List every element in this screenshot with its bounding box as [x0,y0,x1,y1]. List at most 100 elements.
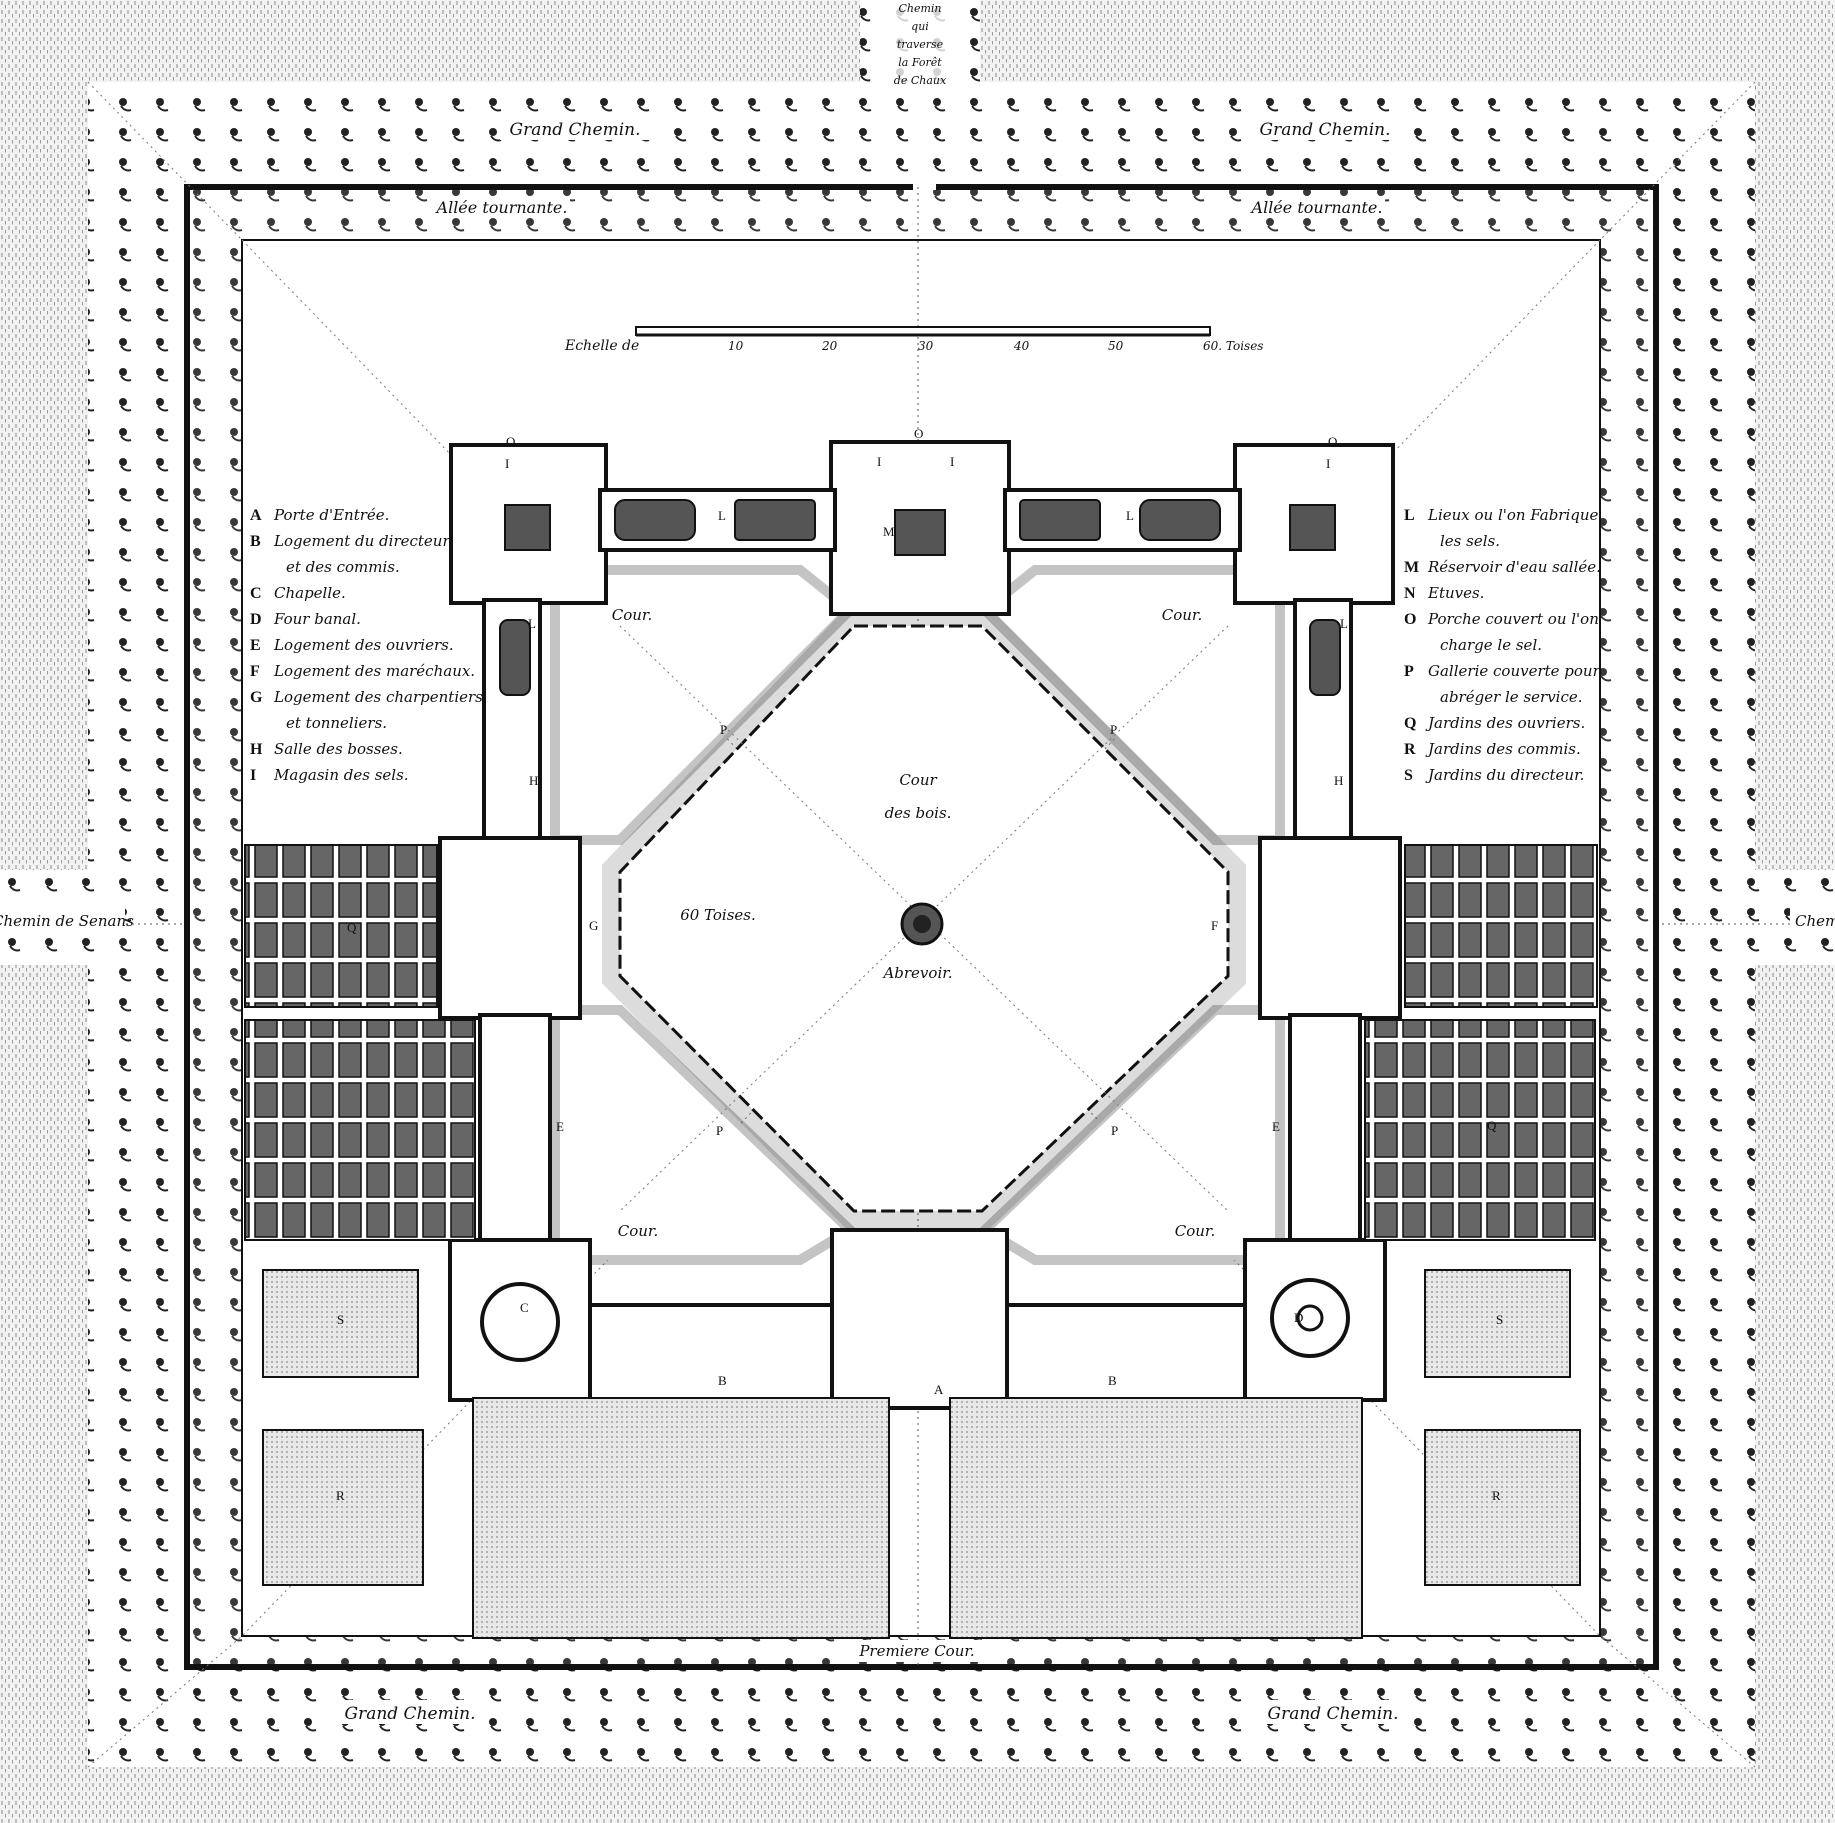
legend-text: Jardins des ouvriers. [1425,714,1585,732]
svg-text:qui: qui [911,20,929,33]
svg-text:P: P [720,722,727,737]
legend-key: E [250,637,261,654]
scale-label: Echelle de [564,338,639,354]
scale-tick: 50 [1108,339,1124,353]
svg-text:E: E [556,1119,564,1134]
svg-text:P: P [1111,1123,1118,1138]
legend-key: P [1404,663,1414,680]
svg-text:I: I [877,454,881,469]
legend-text: Four banal. [273,610,361,628]
legend-key: G [250,689,263,706]
svg-text:S: S [1496,1312,1503,1327]
svg-text:R: R [1492,1488,1501,1503]
legend-key: O [1404,611,1416,628]
svg-text:H: H [1334,773,1343,788]
legend-text: Gallerie couverte pour [1428,662,1601,680]
svg-text:P: P [1110,722,1117,737]
chapelle [480,1282,560,1362]
legend-key: Q [1404,715,1416,732]
svg-text:Chemin: Chemin [898,2,941,15]
legend-text: Logement du directeur [273,532,450,550]
legend-text: Porche couvert ou l'on [1427,610,1599,628]
grand-chemin-label: Grand Chemin. [344,1704,475,1724]
gardens [244,844,1598,1639]
legend-left: A Porte d'Entrée. B Logement du directeur et… [250,506,483,784]
svg-text:Q: Q [1487,1118,1497,1133]
legend-key: D [250,611,262,628]
legend-text: Jardins des commis. [1425,740,1581,758]
top-road-label: Chemin qui traverse la Forêt de Chaux [870,0,970,88]
svg-text:R: R [336,1488,345,1503]
svg-text:O: O [1328,434,1337,449]
svg-text:G: G [589,918,598,933]
legend-key: R [1404,741,1416,758]
cour-label: Cour. [612,606,652,624]
legend-text: Lieux ou l'on Fabrique [1427,506,1599,524]
svg-text:O: O [506,434,515,449]
cour-des-bois-label: des bois. [885,804,952,822]
svg-text:I: I [1326,456,1330,471]
legend-text: Chapelle. [274,584,346,602]
cour-des-bois-label: Cour [899,771,937,789]
legend-text: Etuves. [1427,584,1484,602]
legend-key: H [250,741,263,758]
svg-text:traverse: traverse [897,38,944,51]
svg-text:I: I [950,454,954,469]
svg-text:C: C [520,1300,529,1315]
premiere-cour-label: Premiere Cour. [858,1642,974,1660]
svg-text:M: M [883,524,895,539]
svg-text:E: E [1272,1119,1280,1134]
legend-text: Magasin des sels. [273,766,409,784]
grand-chemin-label: Grand Chemin. [1267,1704,1398,1724]
scale-tick: 20 [821,339,838,353]
cour-label: Cour. [1162,606,1202,624]
legend-key: L [1404,507,1415,524]
cour-label: Cour. [1175,1222,1215,1240]
legend-key: M [1404,559,1419,576]
allee-label: Allée tournante. [435,198,568,217]
legend-key: B [250,533,261,550]
svg-text:la Forêt: la Forêt [898,56,942,69]
legend-right: L Lieux ou l'on Fabrique les sels. M Réservo… [1404,506,1601,784]
legend-text: Logement des ouvriers. [273,636,454,654]
svg-text:L: L [718,508,726,523]
svg-text:H: H [529,773,538,788]
grand-chemin-label: Grand Chemin. [1259,120,1390,140]
legend-key: N [1404,585,1416,602]
sixty-toises-label: 60 Toises. [680,906,756,924]
scale-tick: 60. Toises [1203,339,1263,353]
svg-text:B: B [718,1373,727,1388]
svg-text:D: D [1294,1310,1303,1325]
scale-bar: Echelle de 10 20 30 40 50 60. Toises [564,326,1263,354]
legend-text: Jardins du directeur. [1425,766,1584,784]
svg-text:I: I [505,456,509,471]
svg-text:L: L [528,616,536,631]
legend-key: C [250,585,262,602]
scale-tick: 40 [1013,339,1030,353]
legend-key: A [250,507,262,524]
legend-text: charge le sel. [1440,636,1542,654]
svg-text:de Chaux: de Chaux [894,74,947,87]
svg-text:F: F [1211,918,1218,933]
legend-text: Réservoir d'eau sallée. [1427,558,1601,576]
legend-text: les sels. [1440,532,1500,550]
legend-key: I [250,767,256,784]
svg-text:L: L [1340,616,1348,631]
legend-text: et des commis. [286,558,400,576]
left-road-label: Chemin de Senans [0,912,134,930]
allee-label: Allée tournante. [1250,198,1383,217]
evaporation-pans [499,499,1341,696]
legend-text: Salle des bosses. [274,740,403,758]
svg-text:S: S [337,1312,344,1327]
scale-tick: 10 [728,339,744,353]
cour-label: Cour. [618,1222,658,1240]
legend-text: Porte d'Entrée. [273,506,389,524]
grand-chemin-label: Grand Chemin. [509,120,640,140]
abrevoir-label: Abrevoir. [881,964,952,982]
scale-tick: 30 [918,339,934,353]
plan-markers: A B B C D E E F G H H I I I I L L L L M … [336,426,1503,1503]
legend-key: F [250,663,260,680]
svg-text:O: O [914,426,923,441]
